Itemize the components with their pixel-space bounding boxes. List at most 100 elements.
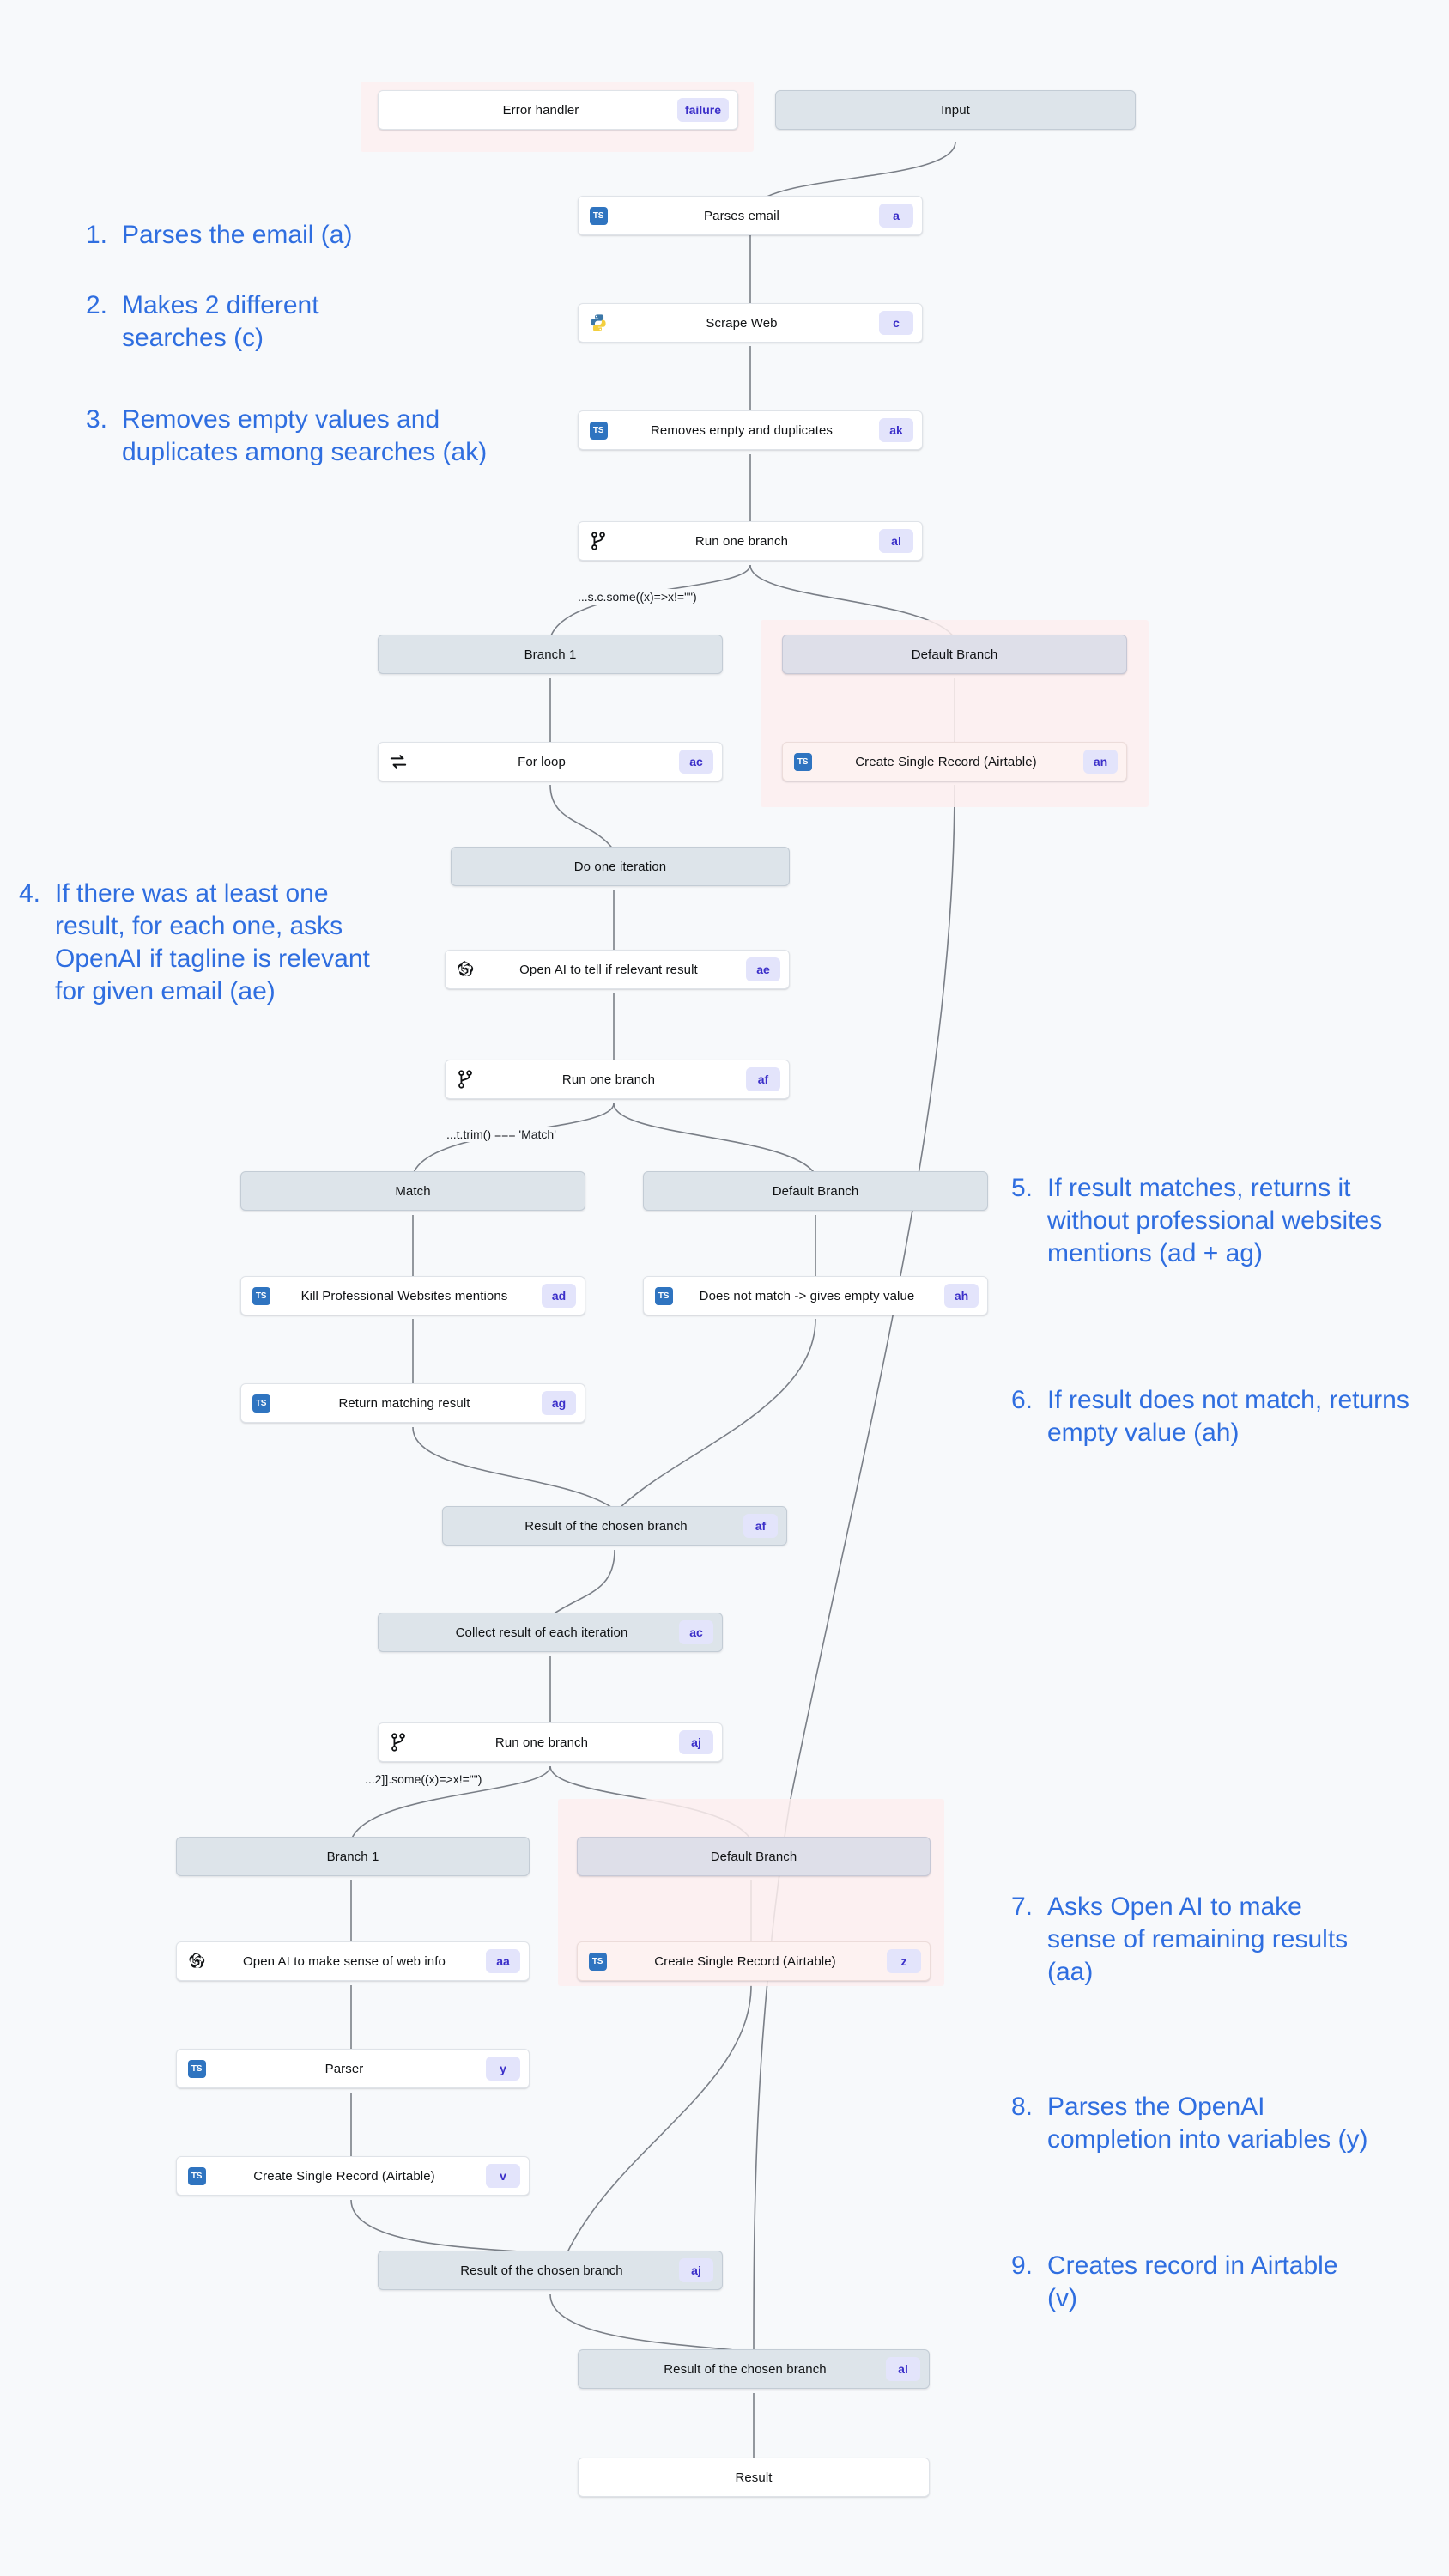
loop-icon (387, 750, 409, 773)
annotation-5: 5. If result matches, returns it without… (1011, 1172, 1432, 1270)
node-badge: y (486, 2057, 520, 2081)
node-badge: aa (486, 1949, 520, 1973)
node-for-loop[interactable]: For loop ac (378, 742, 723, 781)
node-label: Run one branch (694, 533, 789, 549)
branch-icon (387, 1731, 409, 1753)
node-label: Match (395, 1183, 431, 1199)
node-label: Parses email (704, 208, 779, 223)
annotation-4: 4. If there was at least one result, for… (19, 878, 405, 1008)
node-badge: af (743, 1514, 778, 1538)
node-branch-1-bottom[interactable]: Branch 1 (176, 1837, 530, 1876)
annotation-1: 1. Parses the email (a) (86, 219, 489, 252)
node-default-branch-mid[interactable]: Default Branch (643, 1171, 988, 1211)
node-run-one-branch-al[interactable]: Run one branch al (578, 521, 923, 561)
node-label: Does not match -> gives empty value (699, 1288, 915, 1303)
node-label: Result of the chosen branch (664, 2361, 827, 2377)
node-badge: ac (679, 1620, 713, 1644)
node-parser[interactable]: TS Parser y (176, 2049, 530, 2088)
node-badge: al (886, 2357, 920, 2381)
node-label: Do one iteration (573, 859, 667, 874)
node-label: Return matching result (338, 1395, 470, 1411)
node-input[interactable]: Input (775, 90, 1136, 130)
node-badge: a (879, 204, 913, 228)
node-branch-1-top[interactable]: Branch 1 (378, 635, 723, 674)
node-badge: failure (676, 98, 729, 122)
node-label: Result (735, 2470, 773, 2485)
node-openai-make-sense-web-info[interactable]: Open AI to make sense of web info aa (176, 1941, 530, 1981)
node-result-of-chosen-branch-af[interactable]: Result of the chosen branch af (442, 1506, 787, 1546)
annotation-text: Creates record in Airtable (v) (1047, 2251, 1338, 2313)
condition-label-al: ...s.c.some((x)=>x!="") (573, 589, 701, 605)
node-default-branch-top[interactable]: Default Branch (782, 635, 1127, 674)
branch-icon (454, 1068, 476, 1091)
node-label: Create Single Record (Airtable) (654, 1953, 836, 1969)
node-label: Input (941, 102, 970, 118)
node-label: Run one branch (494, 1735, 589, 1750)
node-return-matching-result[interactable]: TS Return matching result ag (240, 1383, 585, 1423)
node-label: Default Branch (710, 1849, 797, 1864)
annotation-number: 9. (1011, 2251, 1034, 2280)
typescript-icon: TS (587, 204, 609, 227)
annotation-number: 1. (86, 221, 108, 249)
node-result-of-chosen-branch-aj[interactable]: Result of the chosen branch aj (378, 2251, 723, 2290)
typescript-icon: TS (791, 750, 814, 773)
node-default-branch-bottom[interactable]: Default Branch (577, 1837, 931, 1876)
node-result-of-chosen-branch-al[interactable]: Result of the chosen branch al (578, 2349, 930, 2389)
node-label: Create Single Record (Airtable) (855, 754, 1037, 769)
node-label: Branch 1 (524, 647, 577, 662)
node-badge: ak (879, 418, 913, 442)
annotation-text: Removes empty values and duplicates amon… (122, 405, 488, 467)
annotation-text: Asks Open AI to make sense of remaining … (1047, 1893, 1349, 1987)
node-badge: ae (746, 957, 780, 981)
annotation-text: Makes 2 different searches (c) (122, 291, 319, 353)
node-kill-professional-websites-mentions[interactable]: TS Kill Professional Websites mentions a… (240, 1276, 585, 1315)
node-label: Result of the chosen branch (524, 1518, 688, 1534)
typescript-icon: TS (586, 1950, 609, 1972)
annotation-number: 8. (1011, 2093, 1034, 2121)
python-icon (587, 312, 609, 334)
node-badge: ah (944, 1284, 979, 1308)
node-error-handler[interactable]: Error handler failure (378, 90, 738, 130)
annotation-text: If result does not match, returns empty … (1047, 1386, 1410, 1448)
annotation-text: Parses the email (a) (122, 221, 353, 249)
node-does-not-match[interactable]: TS Does not match -> gives empty value a… (643, 1276, 988, 1315)
node-badge: c (879, 311, 913, 335)
node-create-single-record-an[interactable]: TS Create Single Record (Airtable) an (782, 742, 1127, 781)
node-badge: v (486, 2164, 520, 2188)
node-create-single-record-v[interactable]: TS Create Single Record (Airtable) v (176, 2156, 530, 2196)
node-label: Removes empty and duplicates (650, 422, 834, 438)
node-label: Default Branch (772, 1183, 859, 1199)
node-result-final[interactable]: Result (578, 2458, 930, 2497)
node-do-one-iteration[interactable]: Do one iteration (451, 847, 790, 886)
annotation-text: Parses the OpenAI completion into variab… (1047, 2093, 1368, 2154)
node-create-single-record-z[interactable]: TS Create Single Record (Airtable) z (577, 1941, 931, 1981)
node-label: Collect result of each iteration (455, 1625, 628, 1640)
node-removes-empty-duplicates[interactable]: TS Removes empty and duplicates ak (578, 410, 923, 450)
node-label: Scrape Web (706, 315, 778, 331)
node-badge: af (746, 1067, 780, 1091)
node-badge: aj (679, 1730, 713, 1754)
node-run-one-branch-af[interactable]: Run one branch af (445, 1060, 790, 1099)
typescript-icon: TS (185, 2057, 208, 2080)
node-label: Result of the chosen branch (460, 2263, 623, 2278)
annotation-number: 3. (86, 405, 108, 434)
node-label: Create Single Record (Airtable) (253, 2168, 435, 2184)
node-run-one-branch-aj[interactable]: Run one branch aj (378, 1722, 723, 1762)
node-label: Default Branch (911, 647, 998, 662)
node-label: Open AI to tell if relevant result (519, 962, 698, 977)
node-label: Error handler (502, 102, 579, 118)
openai-icon (454, 958, 476, 981)
node-label: Run one branch (561, 1072, 656, 1087)
annotation-number: 6. (1011, 1386, 1034, 1414)
openai-icon (185, 1950, 208, 1972)
annotation-number: 4. (19, 879, 41, 908)
node-parses-email[interactable]: TS Parses email a (578, 196, 923, 235)
node-match[interactable]: Match (240, 1171, 585, 1211)
node-badge: an (1083, 750, 1118, 774)
annotation-number: 5. (1011, 1174, 1034, 1202)
node-openai-relevant-result[interactable]: Open AI to tell if relevant result ae (445, 950, 790, 989)
node-collect-result-each-iteration[interactable]: Collect result of each iteration ac (378, 1613, 723, 1652)
node-badge: al (879, 529, 913, 553)
node-scrape-web[interactable]: Scrape Web c (578, 303, 923, 343)
